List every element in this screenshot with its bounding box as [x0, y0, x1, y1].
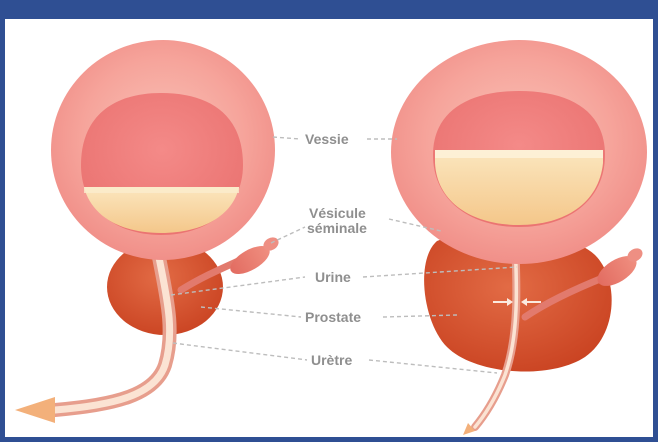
left-flow-arrow-icon [15, 397, 55, 423]
label-bladder: Vessie [305, 131, 349, 147]
label-prostate: Prostate [305, 309, 361, 325]
right-organ-group [391, 40, 647, 435]
prostate-bladder-diagram: Vessie Vésicule séminale Urine Prostate … [5, 5, 653, 437]
label-urethra: Urètre [311, 352, 352, 368]
left-organ-group [15, 40, 281, 423]
label-urine: Urine [315, 269, 351, 285]
label-seminal-vesicle-line2: séminale [307, 220, 367, 236]
label-seminal-vesicle-line1: Vésicule [309, 205, 366, 221]
